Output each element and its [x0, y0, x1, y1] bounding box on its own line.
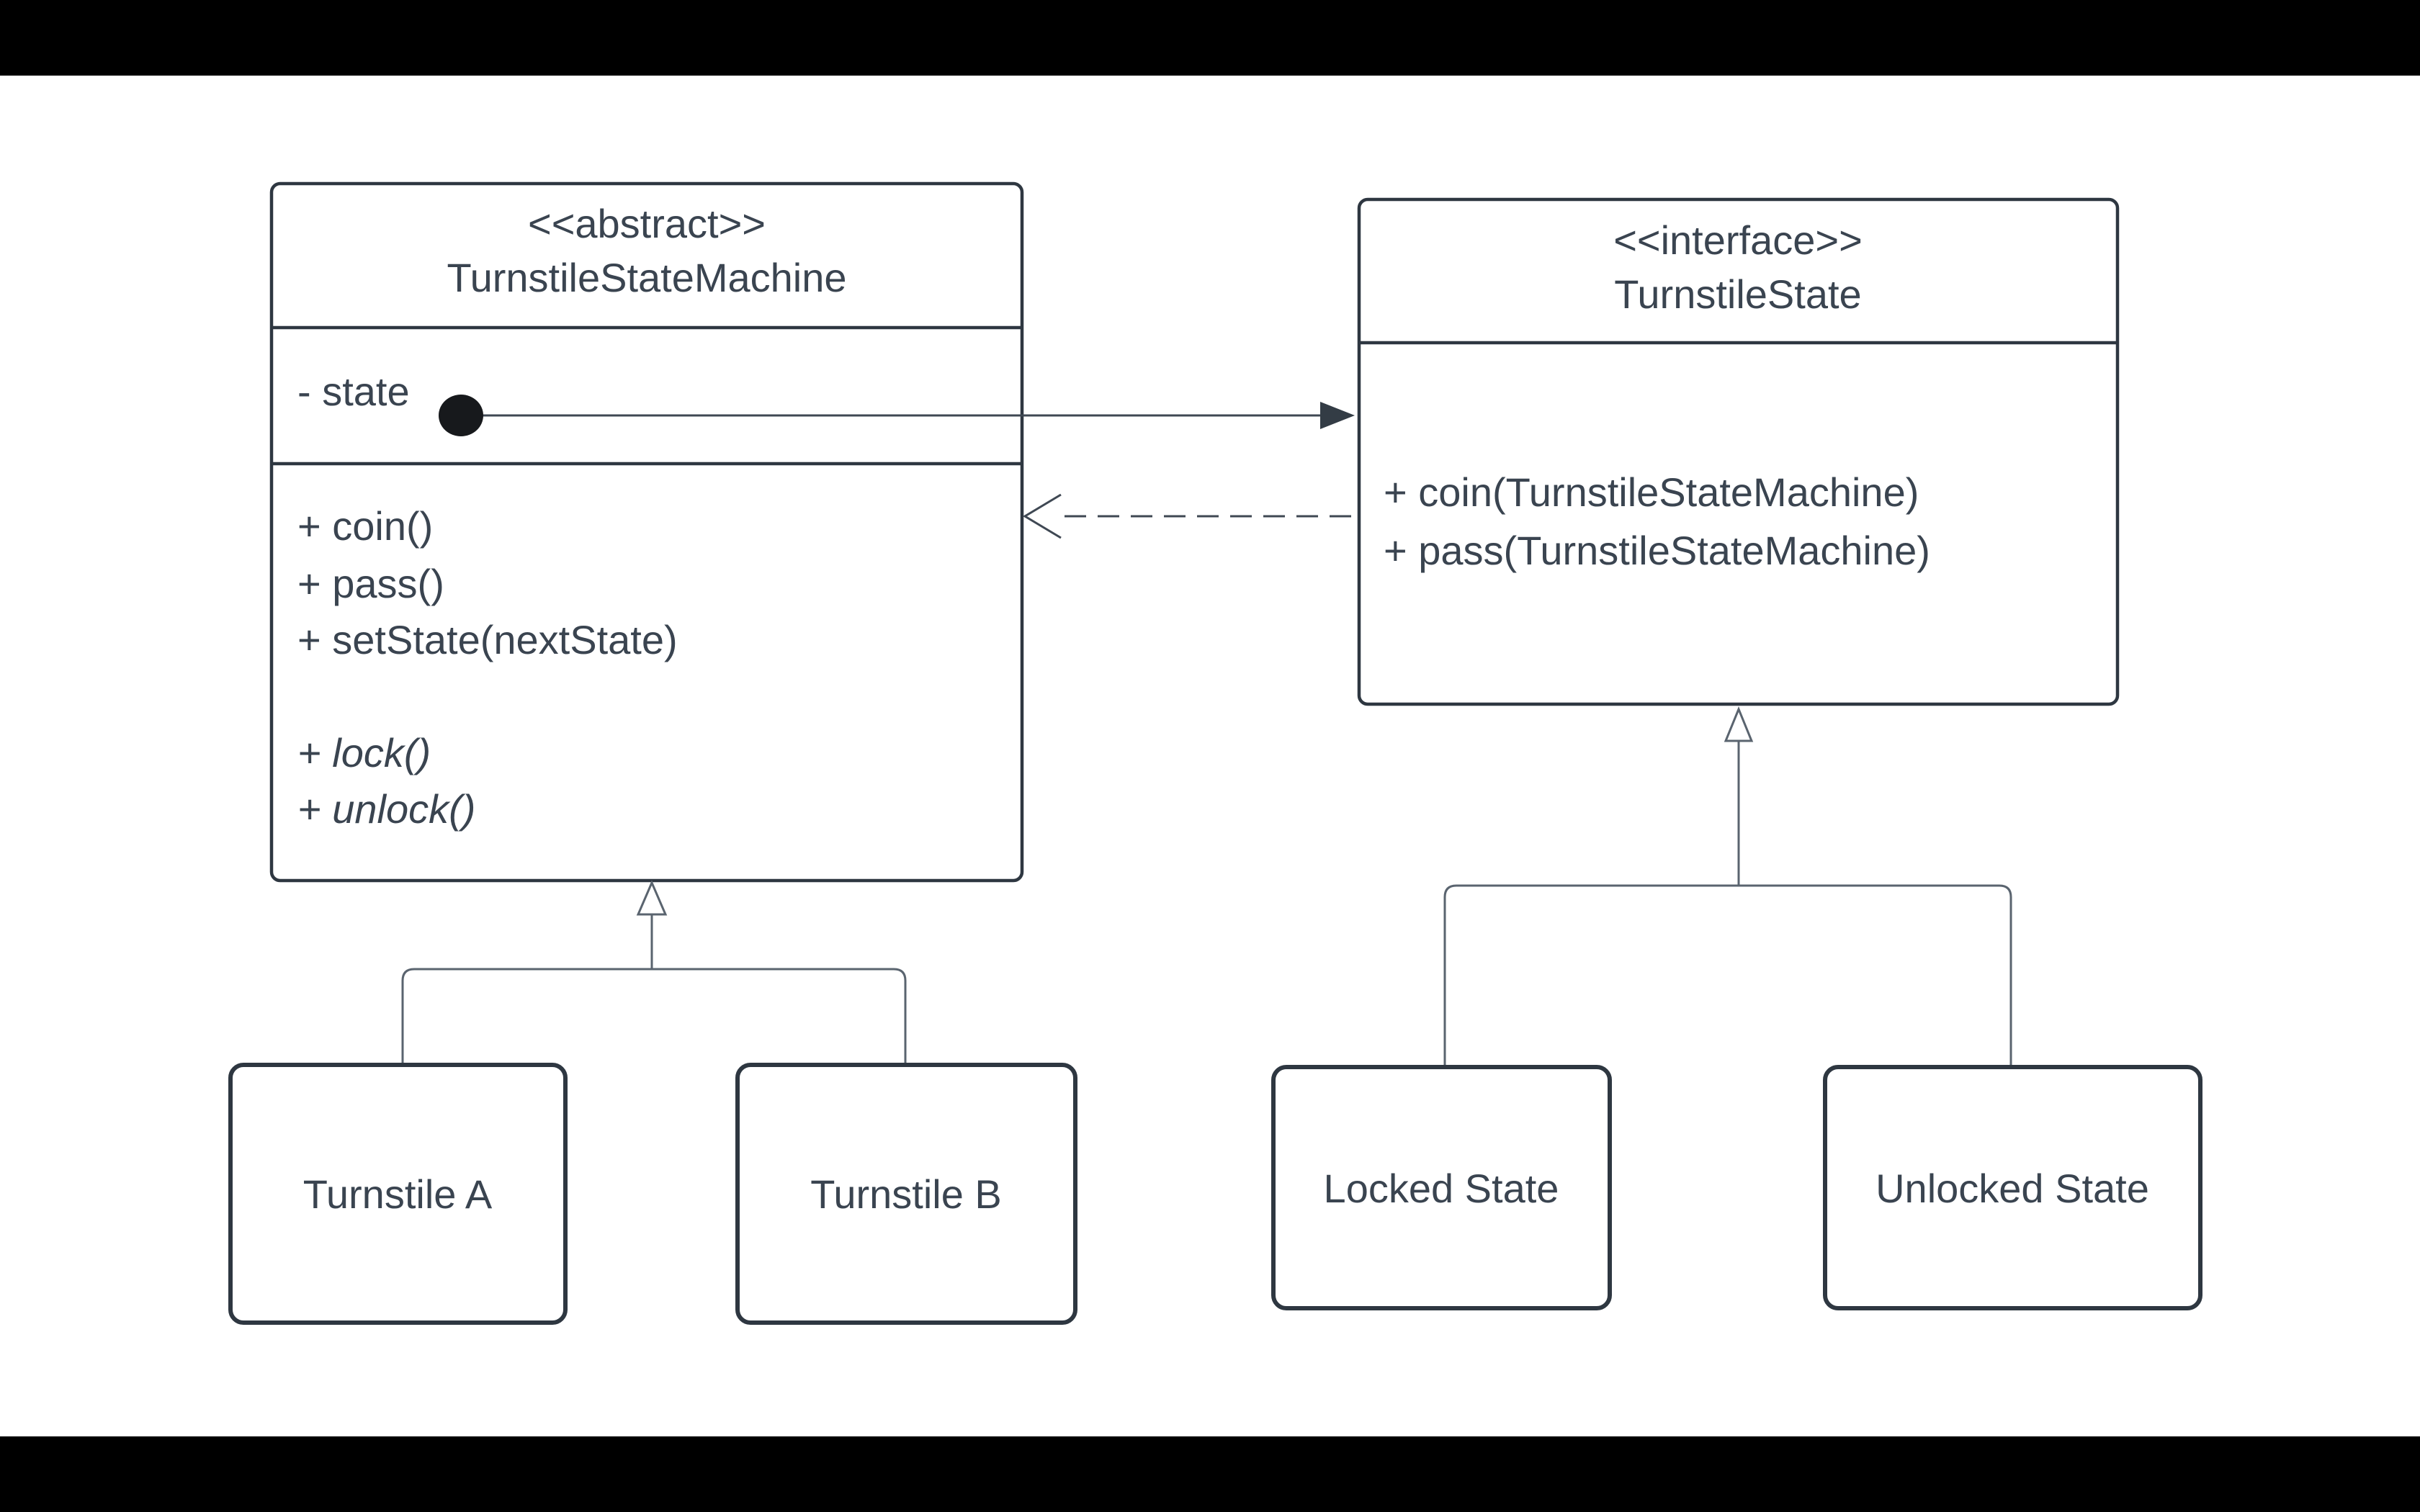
- abstract-class-name: TurnstileStateMachine: [447, 255, 846, 300]
- method-pass: + pass(): [297, 561, 444, 606]
- method-setstate: + setState(nextState): [297, 617, 678, 662]
- turnstile-b-node: Turnstile B: [735, 1063, 1077, 1325]
- turnstile-b-label: Turnstile B: [810, 1171, 1002, 1217]
- interface-method-pass: + pass(TurnstileStateMachine): [1384, 528, 1930, 573]
- interface-method-coin: + coin(TurnstileStateMachine): [1384, 469, 1919, 515]
- letterbox-top-bar: [0, 0, 2420, 76]
- association-state-arrow: [439, 395, 1355, 436]
- unlocked-state-box: [1823, 1065, 2202, 1310]
- turnstile-a-label: Turnstile A: [303, 1171, 493, 1217]
- abstract-class-stereotype: <<abstract>>: [528, 201, 766, 246]
- letterbox-bottom-bar: [0, 1436, 2420, 1512]
- locked-state-node: Locked State: [1271, 1065, 1612, 1310]
- abstract-method-unlock: + unlock(): [297, 786, 475, 832]
- turnstile-a-box: [228, 1063, 568, 1325]
- realization-right-connector: [1443, 884, 2012, 1067]
- interface-name: TurnstileState: [1614, 271, 1861, 317]
- dependency-arrowhead-icon: [1023, 493, 1062, 539]
- abstract-class-node: <<abstract>> TurnstileStateMachine - sta…: [269, 181, 1024, 883]
- locked-state-label: Locked State: [1324, 1166, 1559, 1211]
- attribute-state: - state: [297, 369, 410, 414]
- generalization-left: [401, 880, 907, 1065]
- turnstile-b-box: [735, 1063, 1077, 1325]
- interface-box: [1357, 197, 2120, 706]
- abstract-class-box: [269, 181, 1024, 883]
- locked-state-box: [1271, 1065, 1612, 1310]
- abstract-method-lock: + lock(): [297, 730, 431, 775]
- unlocked-state-label: Unlocked State: [1876, 1166, 2149, 1211]
- generalization-left-connector: [401, 968, 907, 1065]
- association-origin-circle-icon: [439, 395, 483, 436]
- association-arrowhead-icon: [1320, 402, 1355, 429]
- method-coin: + coin(): [297, 503, 433, 549]
- realization-right: [1443, 706, 2012, 1067]
- interface-node: <<interface>> TurnstileState + coin(Turn…: [1357, 197, 2120, 706]
- turnstile-a-node: Turnstile A: [228, 1063, 568, 1325]
- unlocked-state-node: Unlocked State: [1823, 1065, 2202, 1310]
- dependency-dashed-arrow: [1023, 493, 1357, 539]
- interface-stereotype: <<interface>>: [1613, 217, 1863, 263]
